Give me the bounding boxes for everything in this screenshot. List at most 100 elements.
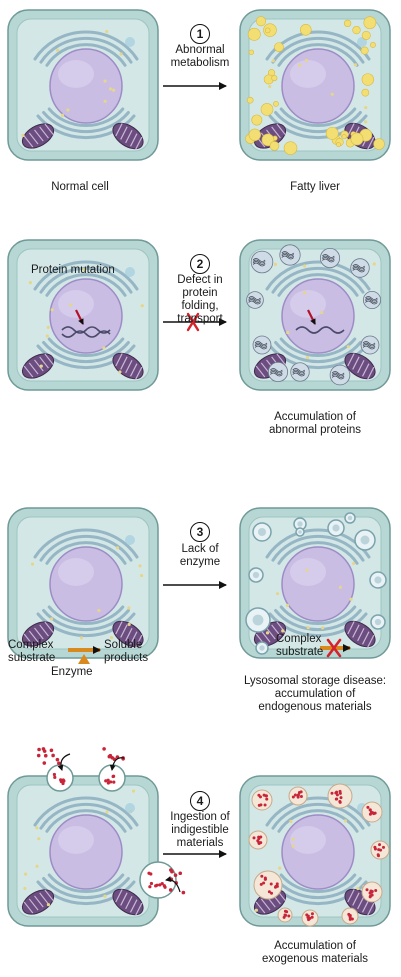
normal-cell-mitochondrion bbox=[112, 122, 144, 151]
storage-cell-er-lower-1 bbox=[274, 609, 362, 632]
abnormal-protein-cell-mito-crista bbox=[276, 353, 287, 366]
complex-substrate-right-line-1: Complex bbox=[276, 633, 322, 645]
storage-cell-dot bbox=[349, 597, 353, 601]
arrow-label-4: Ingestion of indigestible materials bbox=[150, 811, 250, 850]
aggregate-squiggle bbox=[331, 371, 345, 375]
endocytosis-cell-er-upper-1 bbox=[39, 802, 133, 830]
aggregate-squiggle bbox=[352, 267, 365, 271]
lysosome-core bbox=[360, 535, 370, 545]
storage-cell-er-upper-1 bbox=[271, 534, 365, 562]
abnormal-protein-cell-dot bbox=[303, 291, 307, 295]
endocytosis-cell-mito-body bbox=[21, 889, 55, 915]
endocytosis-cell-mito-crista bbox=[125, 895, 133, 910]
particle bbox=[52, 772, 57, 777]
fat-droplet bbox=[246, 96, 254, 104]
abnormal-protein-cell-nucleus-highlight bbox=[290, 290, 326, 318]
mutant-cell-dot bbox=[28, 281, 32, 285]
endocytosis-cell-nucleus-highlight bbox=[58, 826, 94, 854]
endocytic-pit-0 bbox=[46, 764, 74, 792]
mutant-cell-mito-crista bbox=[44, 353, 55, 366]
aggregate-squiggle bbox=[322, 257, 335, 261]
aggregate-squiggle bbox=[254, 344, 268, 348]
aggregate-squiggle bbox=[252, 258, 266, 262]
fat-droplet bbox=[341, 134, 347, 140]
enzyme-normal-cell-mito-crista bbox=[115, 621, 123, 635]
particle bbox=[109, 780, 113, 784]
particle bbox=[104, 779, 108, 783]
mutant-cell-dot bbox=[46, 325, 50, 329]
aggregate-squiggle bbox=[365, 299, 378, 303]
enzyme-normal-cell-mito-crista bbox=[125, 627, 133, 642]
storage-cell-mito-crista bbox=[347, 621, 355, 635]
block-x-3 bbox=[326, 638, 342, 658]
abnormal-protein-cell bbox=[239, 239, 391, 391]
ingested-particle bbox=[368, 891, 372, 895]
particle bbox=[53, 775, 57, 779]
ingested-particle bbox=[259, 835, 263, 839]
aggregate-squiggle bbox=[254, 341, 268, 345]
endocytosis-cell-mito-body bbox=[112, 888, 144, 916]
step-number-3: 3 bbox=[190, 522, 210, 542]
enzyme-normal-cell-dot bbox=[127, 622, 131, 627]
protein-aggregate bbox=[250, 250, 274, 274]
protein-aggregate bbox=[329, 364, 351, 386]
abnormal-protein-cell-nucleus bbox=[281, 278, 355, 354]
fatty-liver-cell-mito-crista bbox=[271, 126, 281, 139]
particle bbox=[112, 780, 116, 784]
caption-normal-cell: Normal cell bbox=[51, 181, 109, 193]
aggregate-squiggle bbox=[352, 265, 365, 270]
complex-substrate-label-right: Complex substrate bbox=[276, 633, 323, 659]
abnormal-protein-cell-dot bbox=[372, 262, 376, 266]
fatty-liver-cell-dot bbox=[330, 92, 334, 96]
mutant-cell-mito-crista bbox=[23, 365, 34, 378]
aggregate-squiggle bbox=[365, 296, 378, 300]
normal-cell-er-upper-0 bbox=[45, 43, 127, 67]
enzyme-triangle bbox=[78, 654, 90, 664]
ingested-particle bbox=[284, 913, 288, 917]
arrow-label-1-line-2: metabolism bbox=[170, 57, 230, 69]
ingested-particle bbox=[262, 881, 266, 885]
ingested-particle bbox=[263, 803, 267, 807]
step-number-2: 2 bbox=[190, 254, 210, 274]
lysosome-core bbox=[252, 571, 260, 579]
aggregate-squiggle bbox=[292, 369, 306, 374]
caption-4-line-2: exogenous materials bbox=[261, 953, 369, 965]
normal-cell-mito-crista bbox=[115, 123, 123, 137]
enzyme-normal-cell-dot bbox=[138, 564, 142, 568]
aggregate-squiggle bbox=[362, 342, 376, 347]
fatty-liver-cell-nucleus bbox=[281, 48, 355, 124]
particle bbox=[154, 884, 158, 888]
aggregate-squiggle bbox=[331, 372, 345, 377]
fatty-liver-cell-dot bbox=[298, 63, 302, 67]
endocytosis-cell-er-lower-1 bbox=[42, 877, 130, 900]
fat-droplet bbox=[352, 25, 361, 35]
enzyme-normal-cell-dot bbox=[30, 562, 35, 566]
ingested-particle bbox=[335, 797, 339, 801]
ingested-particle bbox=[370, 889, 374, 893]
endocytosis-cell-mito-crista bbox=[34, 895, 44, 908]
fatty-liver-cell-mito-crista bbox=[276, 123, 287, 136]
normal-cell-dot bbox=[108, 87, 113, 91]
ingested-particle bbox=[338, 791, 342, 795]
mutant-cell-er-upper-0 bbox=[45, 273, 127, 297]
storage-cell-mito-crista bbox=[362, 631, 370, 645]
ingested-particle bbox=[299, 790, 303, 794]
fat-droplet bbox=[373, 138, 385, 150]
particle-outside bbox=[43, 753, 48, 758]
ingested-particle bbox=[262, 793, 266, 797]
particle-outside bbox=[173, 873, 178, 878]
ingested-particle bbox=[270, 891, 274, 895]
aggregate-squiggle bbox=[362, 341, 376, 345]
ingested-particle bbox=[373, 847, 377, 851]
exogenous-cell-mito-crista bbox=[352, 892, 360, 906]
mutant-cell-mito-crista bbox=[115, 353, 123, 367]
complex-substrate-label-left: Complex substrate bbox=[8, 639, 55, 665]
exogenous-cell bbox=[239, 775, 391, 927]
mutation-arrow bbox=[75, 309, 84, 325]
exogenous-cell-er-lower-1 bbox=[274, 877, 362, 900]
fat-droplet bbox=[248, 49, 255, 55]
ingest-arrow-1 bbox=[57, 753, 71, 771]
aggregate-squiggle bbox=[252, 261, 266, 265]
mutant-cell-dot bbox=[50, 308, 54, 312]
